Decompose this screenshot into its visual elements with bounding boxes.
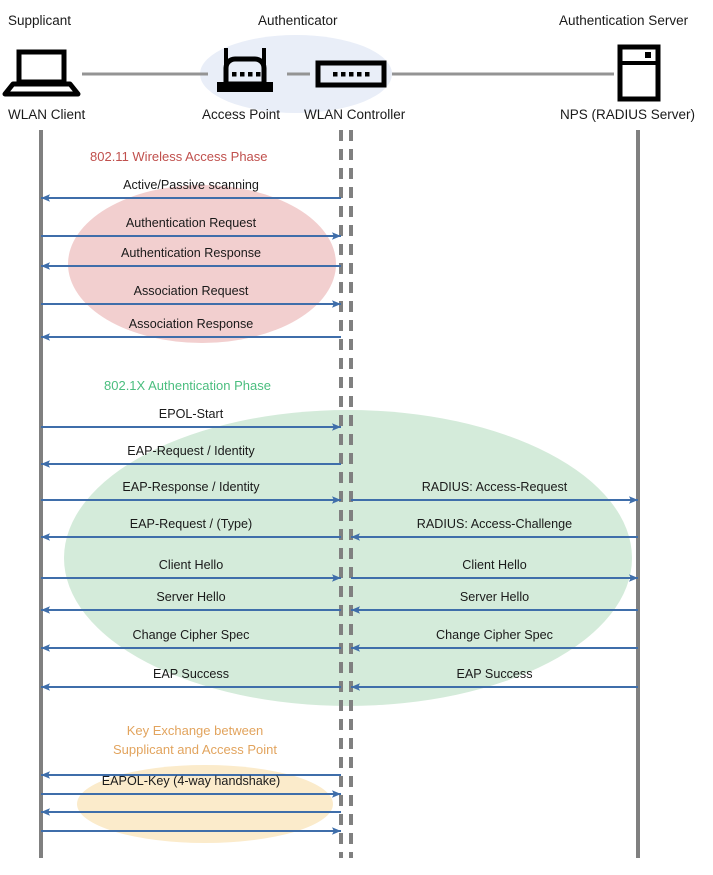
- wlan-controller-icon-shape: [315, 60, 387, 88]
- msg-eapol-start-label: EPOL-Start: [158, 407, 224, 421]
- access-point-icon-shape: [217, 48, 273, 92]
- msg-client-hello-left-label: Client Hello: [158, 558, 224, 572]
- msg-eapol-key-2-label: EAPOL-Key (4-way handshake): [101, 774, 281, 788]
- msg-active-passive-scanning-label: Active/Passive scanning: [123, 178, 259, 192]
- wlan-controller-leds: [333, 72, 370, 77]
- role-label-supplicant: Supplicant: [8, 13, 72, 28]
- msg-client-hello-right-label: Client Hello: [462, 558, 527, 572]
- msg-authentication-response-label: Authentication Response: [120, 246, 262, 260]
- msg-server-hello-right-label: Server Hello: [459, 590, 530, 604]
- msg-eap-response-identity-label: EAP-Response / Identity: [122, 480, 260, 494]
- device-label-access-point: Access Point: [202, 107, 281, 122]
- msg-association-response-label: Association Response: [128, 317, 254, 331]
- msg-server-hello-left-label: Server Hello: [156, 590, 226, 604]
- device-label-wlan-client: WLAN Client: [8, 107, 86, 122]
- server-icon-shape: [617, 44, 661, 102]
- phase-title-dot1x-authentication: 802.1X Authentication Phase: [104, 378, 271, 393]
- device-label-wlan-controller: WLAN Controller: [304, 107, 406, 122]
- phase-title-wireless-access: 802.11 Wireless Access Phase: [90, 149, 268, 164]
- access-point-leds: [232, 72, 261, 77]
- message-arrows: [41, 194, 638, 835]
- dot1x-authentication-phase-ellipse: [64, 410, 632, 706]
- device-label-nps-radius-server: NPS (RADIUS Server): [560, 107, 696, 122]
- role-label-authenticator: Authenticator: [258, 13, 338, 28]
- msg-association-request-label: Association Request: [133, 284, 249, 298]
- key-exchange-line-1: Key Exchange between: [126, 723, 264, 738]
- role-label-authentication-server: Authentication Server: [559, 13, 689, 28]
- phase-title-key-exchange: Key Exchange between Supplicant and Acce…: [100, 721, 290, 759]
- laptop-icon-shape: [2, 49, 81, 97]
- key-exchange-phase-ellipse: [77, 765, 333, 843]
- msg-radius-access-challenge-label: RADIUS: Access-Challenge: [416, 517, 573, 531]
- msg-authentication-request-label: Authentication Request: [125, 216, 257, 230]
- msg-change-cipher-spec-right-label: Change Cipher Spec: [436, 628, 553, 642]
- msg-eap-success-right-label: EAP Success: [456, 667, 533, 681]
- msg-eap-request-type-label: EAP-Request / (Type): [129, 517, 253, 531]
- msg-eap-request-identity-label: EAP-Request / Identity: [127, 444, 255, 458]
- msg-eap-success-left-label: EAP Success: [152, 667, 230, 681]
- msg-change-cipher-spec-left-label: Change Cipher Spec: [132, 628, 250, 642]
- key-exchange-line-2: Supplicant and Access Point: [112, 742, 278, 757]
- msg-radius-access-request-label: RADIUS: Access-Request: [421, 480, 568, 494]
